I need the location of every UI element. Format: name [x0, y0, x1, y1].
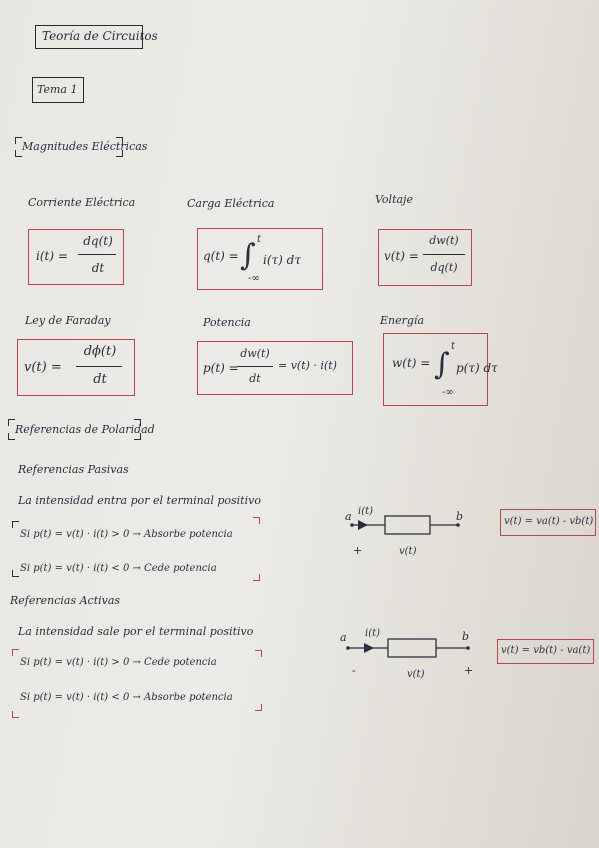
pasivas-bracket-bl	[12, 570, 19, 577]
activas-circuit	[346, 638, 470, 658]
activas-line2: Si p(t) = v(t) · i(t) < 0 → Absorbe pote…	[20, 692, 233, 703]
voltaje-num: dw(t)	[429, 234, 459, 247]
formula-voltaje-box	[378, 229, 472, 286]
activas-a: a	[340, 631, 347, 644]
activas-current: i(t)	[365, 628, 381, 639]
potencia-bar	[237, 366, 273, 367]
pasivas-circuit	[350, 515, 460, 535]
potencia-num: dw(t)	[240, 347, 270, 360]
faraday-num: dϕ(t)	[83, 344, 117, 359]
activas-bracket-br	[255, 704, 262, 711]
bracket-tl	[15, 137, 22, 144]
activas-b: b	[462, 630, 470, 643]
voltaje-bar	[423, 254, 465, 255]
voltaje-den: dq(t)	[430, 261, 458, 274]
activas-bracket-tr	[255, 650, 262, 657]
section-polaridad: Referencias de Polaridad	[15, 423, 155, 436]
formula-energia-box	[383, 333, 488, 406]
title-box	[35, 25, 143, 49]
bracket2-tl	[8, 419, 15, 426]
energia-lhs: w(t) =	[392, 356, 431, 370]
activas-eq: v(t) = vb(t) - va(t)	[501, 645, 591, 656]
energia-body: p(τ) dτ	[456, 361, 498, 375]
bracket-br	[116, 150, 123, 157]
pasivas-bracket-tr	[253, 517, 260, 524]
bracket-bl	[15, 150, 22, 157]
activas-bracket-bl	[12, 711, 19, 718]
pasivas-b: b	[456, 510, 464, 523]
label-potencia: Potencia	[203, 316, 251, 329]
formula-carga-box	[197, 228, 323, 290]
corriente-den: dt	[91, 261, 105, 275]
energia-lower: -∞	[442, 387, 454, 398]
pasivas-title: Referencias Pasivas	[18, 463, 129, 476]
formula-faraday-box	[17, 339, 135, 396]
tema-label: Tema 1	[37, 83, 78, 96]
voltaje-lhs: v(t) =	[384, 249, 419, 263]
activas-plus: +	[464, 664, 474, 677]
potencia-rhs: = v(t) · i(t)	[278, 359, 337, 372]
activas-eq-box	[497, 639, 594, 664]
bracket2-br	[134, 433, 141, 440]
carga-integral-sign: ∫	[240, 238, 256, 273]
faraday-den: dt	[93, 372, 107, 387]
pasivas-line1: Si p(t) = v(t) · i(t) > 0 → Absorbe pote…	[20, 529, 233, 540]
activas-title: Referencias Activas	[10, 594, 121, 607]
energia-upper: t	[451, 341, 456, 352]
activas-bracket-tl	[12, 649, 19, 656]
pasivas-desc: La intensidad entra por el terminal posi…	[18, 494, 261, 507]
corriente-lhs: i(t) =	[36, 249, 68, 263]
pasivas-line2: Si p(t) = v(t) · i(t) < 0 → Cede potenci…	[20, 563, 217, 574]
carga-upper: t	[257, 234, 262, 245]
carga-body: i(τ) dτ	[263, 253, 301, 267]
carga-lhs: q(t) =	[203, 249, 239, 263]
page-title: Teoría de Circuitos	[42, 29, 158, 43]
label-voltaje: Voltaje	[375, 193, 413, 206]
faraday-lhs: v(t) =	[24, 360, 62, 375]
section-magnitudes: Magnitudes Eléctricas	[22, 140, 148, 153]
faraday-bar	[76, 366, 122, 367]
pasivas-voltage: v(t)	[399, 546, 417, 557]
bracket-tr	[116, 137, 123, 144]
label-energia: Energía	[380, 314, 424, 327]
pasivas-bracket-tl	[12, 521, 19, 528]
pasivas-bracket-br	[253, 574, 260, 581]
bracket2-tr	[134, 419, 141, 426]
pasivas-plus: +	[353, 544, 363, 557]
pasivas-a: a	[345, 510, 352, 523]
tema-box	[32, 77, 84, 103]
energia-integral-sign: ∫	[434, 347, 450, 382]
activas-desc: La intensidad sale por el terminal posit…	[18, 625, 254, 638]
pasivas-eq: v(t) = va(t) - vb(t)	[504, 516, 594, 527]
label-carga: Carga Eléctrica	[187, 197, 275, 210]
activas-line1: Si p(t) = v(t) · i(t) > 0 → Cede potenci…	[20, 657, 217, 668]
formula-potencia-box	[197, 341, 353, 395]
carga-lower: -∞	[248, 273, 260, 284]
bracket2-bl	[8, 433, 15, 440]
potencia-lhs: p(t) =	[203, 361, 239, 375]
corriente-bar	[78, 254, 116, 255]
activas-minus: -	[352, 664, 356, 677]
activas-voltage: v(t)	[407, 669, 425, 680]
label-faraday: Ley de Faraday	[25, 314, 111, 327]
formula-corriente-box	[28, 229, 124, 285]
pasivas-current: i(t)	[358, 506, 374, 517]
pasivas-eq-box	[500, 509, 596, 536]
potencia-den: dt	[249, 372, 261, 385]
label-corriente: Corriente Eléctrica	[28, 196, 136, 209]
corriente-num: dq(t)	[83, 234, 113, 248]
